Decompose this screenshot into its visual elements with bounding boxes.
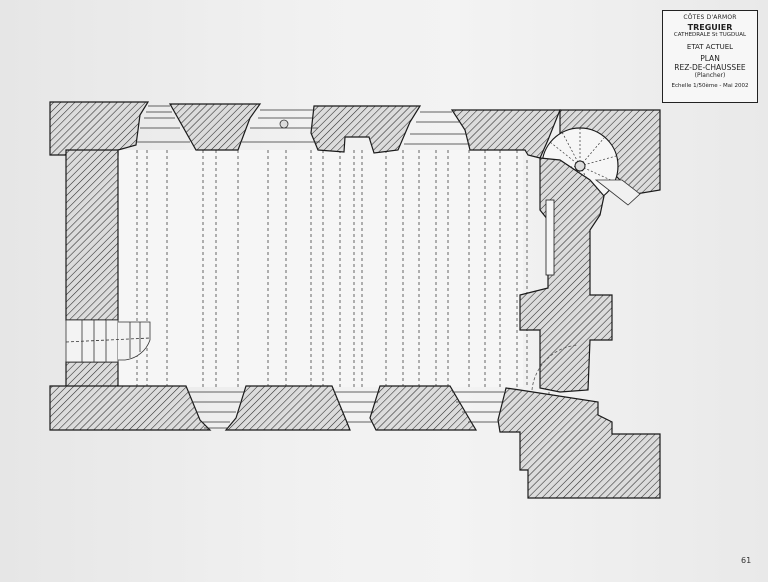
door-swing-arc <box>531 344 579 391</box>
state-label: ETAT ACTUEL <box>686 43 734 52</box>
floor-area <box>118 150 523 387</box>
spiral-staircase <box>541 109 661 206</box>
building-label: CATHEDRALE St TUGDUAL <box>673 32 747 39</box>
page-number: 61 <box>741 556 752 565</box>
level-label: REZ-DE-CHAUSSEE <box>674 63 746 73</box>
drawing-type-label: PLAN <box>700 54 720 64</box>
east-wall <box>519 157 613 393</box>
title-block: CÔTES D'ARMOR TREGUIER CATHEDRALE St TUG… <box>662 10 758 103</box>
north-wall <box>49 101 561 159</box>
west-wall-lower <box>65 361 119 389</box>
straight-staircase <box>65 319 151 363</box>
north-windows <box>136 105 470 145</box>
town-label: TREGUIER <box>687 22 733 32</box>
subtitle-label: (Plancher) <box>694 71 726 79</box>
south-windows <box>188 391 504 429</box>
department-label: CÔTES D'ARMOR <box>683 14 737 21</box>
south-wall <box>49 385 661 499</box>
west-wall <box>65 149 119 321</box>
scale-date-label: Echelle 1/50ème - Mai 2002 <box>671 82 749 89</box>
